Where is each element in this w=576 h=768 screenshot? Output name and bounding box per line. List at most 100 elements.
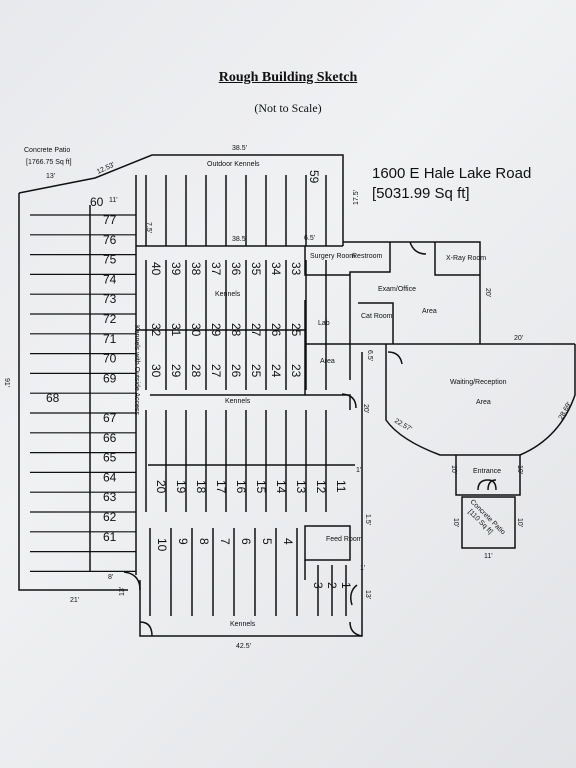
kennel-number: 66 (103, 431, 117, 445)
dim-label: 28.69' (558, 401, 573, 421)
kennel-number: 14 (274, 480, 288, 494)
kennel-number: 15 (254, 480, 268, 494)
kennel-number: 19 (174, 480, 188, 494)
patio-area-label: [1766.75 Sq ft] (26, 159, 72, 166)
dim-label: 20' (362, 404, 369, 413)
lab-corner (305, 394, 351, 410)
dim-label: 20' (484, 288, 491, 297)
dim-label: 1.5' (364, 514, 371, 525)
kennel-number: 28 (189, 364, 203, 378)
kennel-number: 10 (155, 538, 169, 552)
kennel-number: 69 (103, 371, 117, 385)
kennel-number: 26 (269, 323, 283, 337)
cat-room-label: Cat Room (361, 313, 393, 320)
entrance-door-arc (477, 479, 497, 491)
dim-label: 38.5' (232, 236, 247, 243)
dim-label: 13' (364, 590, 371, 599)
dim-label: 20' (514, 335, 523, 342)
kennel-number: 6 (239, 538, 253, 545)
dim-label: 13' (119, 587, 126, 596)
kennels-upper-label: Kennels (215, 291, 241, 298)
xray-wall (434, 242, 480, 276)
surgery-room-wall (304, 246, 350, 276)
kennel-number: 70 (103, 352, 117, 366)
kennel-number: 29 (209, 323, 223, 337)
kennel-number: 77 (103, 213, 117, 227)
kennel-number: 11 (334, 480, 348, 493)
exam-office-label: Exam/Office (378, 286, 416, 293)
kennel-number: 36 (229, 262, 243, 276)
exam-area-label: Area (422, 308, 437, 315)
door-arc (123, 571, 141, 591)
property-address: 1600 E Hale Lake Road [5031.99 Sq ft] (372, 164, 531, 204)
lab-wall (150, 300, 306, 396)
door-arc (409, 241, 427, 255)
kennel-run-lines (136, 175, 355, 616)
kennel-number: 30 (189, 323, 203, 337)
sketch-title: Rough Building Sketch (218, 70, 358, 85)
kennel-number: 25 (289, 323, 303, 337)
kennel-number: 29 (169, 364, 183, 378)
square-footage: [5031.99 Sq ft] (372, 185, 470, 202)
building-outline-bottom (139, 352, 363, 637)
dim-label: 42.5' (236, 643, 251, 650)
kennel-number: 3 (311, 582, 325, 589)
kennel-number: 74 (103, 272, 117, 286)
xray-room-label: X-Ray Room (446, 255, 486, 262)
kennel-number: 34 (269, 262, 283, 276)
entrance-label: Entrance (473, 468, 501, 475)
kennel-number: 16 (234, 480, 248, 494)
restroom-wall (349, 242, 391, 380)
kennel-number: 1 (339, 582, 353, 589)
kennel-number: 27 (249, 323, 263, 337)
door-arc (139, 621, 153, 637)
address-line: 1600 E Hale Lake Road (372, 165, 532, 182)
kennel-number: 35 (249, 262, 263, 276)
dim-label: 13' (46, 173, 55, 180)
upper-rooms-top (343, 241, 481, 344)
dim-label: 8' (108, 574, 113, 581)
kennel-number: 62 (103, 510, 117, 524)
front-patio-outline (461, 496, 516, 549)
dim-label: 21' (70, 597, 79, 604)
kennel-number: 61 (103, 530, 117, 544)
patio-run-lines (30, 214, 136, 573)
kennel-number: 2 (325, 582, 339, 589)
patio-outline-left (18, 193, 128, 591)
entrance-door-arc (487, 479, 497, 491)
door-arc (350, 584, 358, 606)
kennel-number: 9 (176, 538, 190, 545)
lab-area-label: Area (320, 358, 335, 365)
kennel-number: 26 (229, 364, 243, 378)
kennel-number: 75 (103, 253, 117, 267)
kennel-number: 64 (103, 470, 117, 484)
kennel-number: 13 (294, 480, 308, 494)
kennel-number: 72 (103, 312, 117, 326)
surgery-room-label: Surgery Room (310, 253, 355, 260)
door-arc (387, 351, 403, 365)
dim-label: 17.5' (353, 190, 360, 205)
door-arc (349, 621, 363, 637)
dim-label: 10' (516, 518, 523, 527)
feed-room-outline (304, 525, 351, 561)
kennel-number: 27 (209, 364, 223, 378)
kennel-number: 68 (46, 391, 60, 405)
dim-label: 10' (452, 518, 459, 527)
patio-outline-top (18, 154, 344, 246)
kennel-number: 20 (154, 480, 168, 494)
kennel-number: 65 (103, 451, 117, 465)
kennel-number: 32 (149, 323, 163, 337)
kennel-number: 59 (307, 170, 321, 184)
kennel-number: 4 (281, 538, 295, 545)
kennel-number: 67 (103, 411, 117, 425)
dim-label: 11' (109, 197, 118, 204)
outdoor-kennels-label: Outdoor Kennels (207, 161, 260, 168)
kennel-number: 60 (90, 195, 104, 209)
dim-label: 10' (450, 465, 457, 474)
kennel-number: 30 (149, 364, 163, 378)
dim-label: 6.5' (304, 235, 315, 242)
dim-label: 1' (360, 565, 365, 572)
